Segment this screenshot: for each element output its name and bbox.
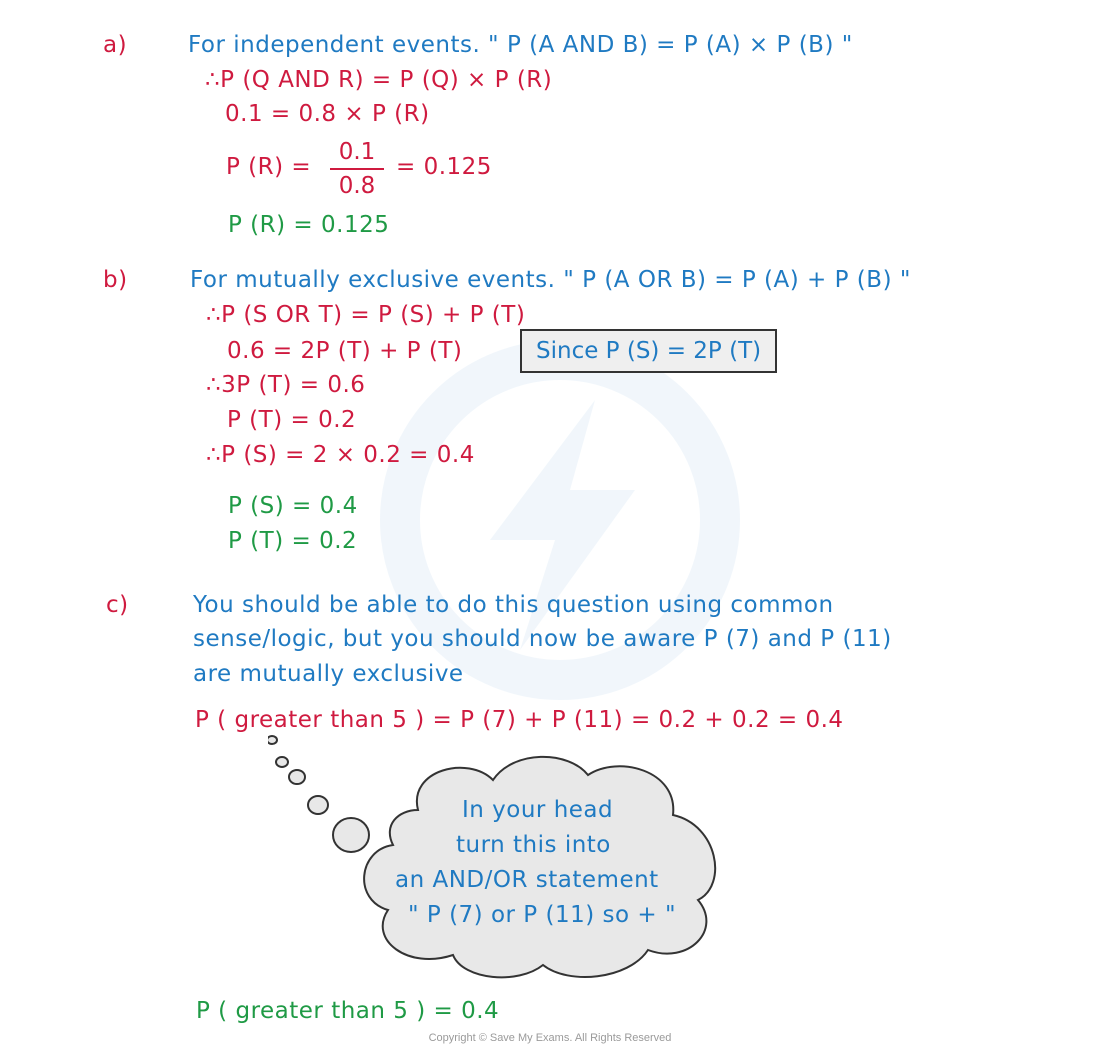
- part-b-step3: ∴3P (T) = 0.6: [206, 372, 366, 398]
- part-a-step3-rhs: = 0.125: [396, 154, 492, 180]
- part-c-answer: P ( greater than 5 ) = 0.4: [196, 998, 500, 1024]
- fraction-bar: [330, 168, 384, 170]
- part-b-answer2: P (T) = 0.2: [228, 528, 358, 554]
- part-c-text-line2: sense/logic, but you should now be aware…: [193, 626, 892, 652]
- part-b-step2: 0.6 = 2P (T) + P (T): [227, 338, 463, 364]
- fraction-numerator: 0.1: [338, 139, 376, 165]
- part-b-step4: P (T) = 0.2: [227, 407, 357, 433]
- part-a-step2: 0.1 = 0.8 × P (R): [225, 101, 430, 127]
- part-b-step1: ∴P (S OR T) = P (S) + P (T): [206, 302, 526, 328]
- thought-line4: " P (7) or P (11) so + ": [408, 902, 677, 928]
- fraction-denominator: 0.8: [338, 173, 376, 199]
- part-a-step1: ∴P (Q AND R) = P (Q) × P (R): [205, 67, 553, 93]
- part-c-label: c): [106, 592, 129, 618]
- part-b-label: b): [103, 267, 128, 293]
- copyright-footer: Copyright © Save My Exams. All Rights Re…: [428, 1032, 672, 1044]
- thought-cloud: [268, 735, 717, 979]
- part-a-answer: P (R) = 0.125: [228, 212, 390, 238]
- thought-line2: turn this into: [456, 832, 611, 858]
- part-b-answer1: P (S) = 0.4: [228, 493, 358, 519]
- thought-line3: an AND/OR statement: [395, 867, 659, 893]
- part-c-working: P ( greater than 5 ) = P (7) + P (11) = …: [195, 707, 844, 733]
- since-note-box: Since P (S) = 2P (T): [520, 329, 778, 373]
- thought-line1: In your head: [462, 797, 614, 823]
- part-a-step3-lhs: P (R) =: [226, 154, 312, 180]
- part-a-label: a): [103, 32, 128, 58]
- part-b-rule: For mutually exclusive events. " P (A OR…: [190, 267, 911, 293]
- part-c-text-line3: are mutually exclusive: [193, 661, 464, 687]
- part-a-rule: For independent events. " P (A AND B) = …: [188, 32, 853, 58]
- part-c-text-line1: You should be able to do this question u…: [193, 592, 834, 618]
- part-b-step5: ∴P (S) = 2 × 0.2 = 0.4: [206, 442, 475, 468]
